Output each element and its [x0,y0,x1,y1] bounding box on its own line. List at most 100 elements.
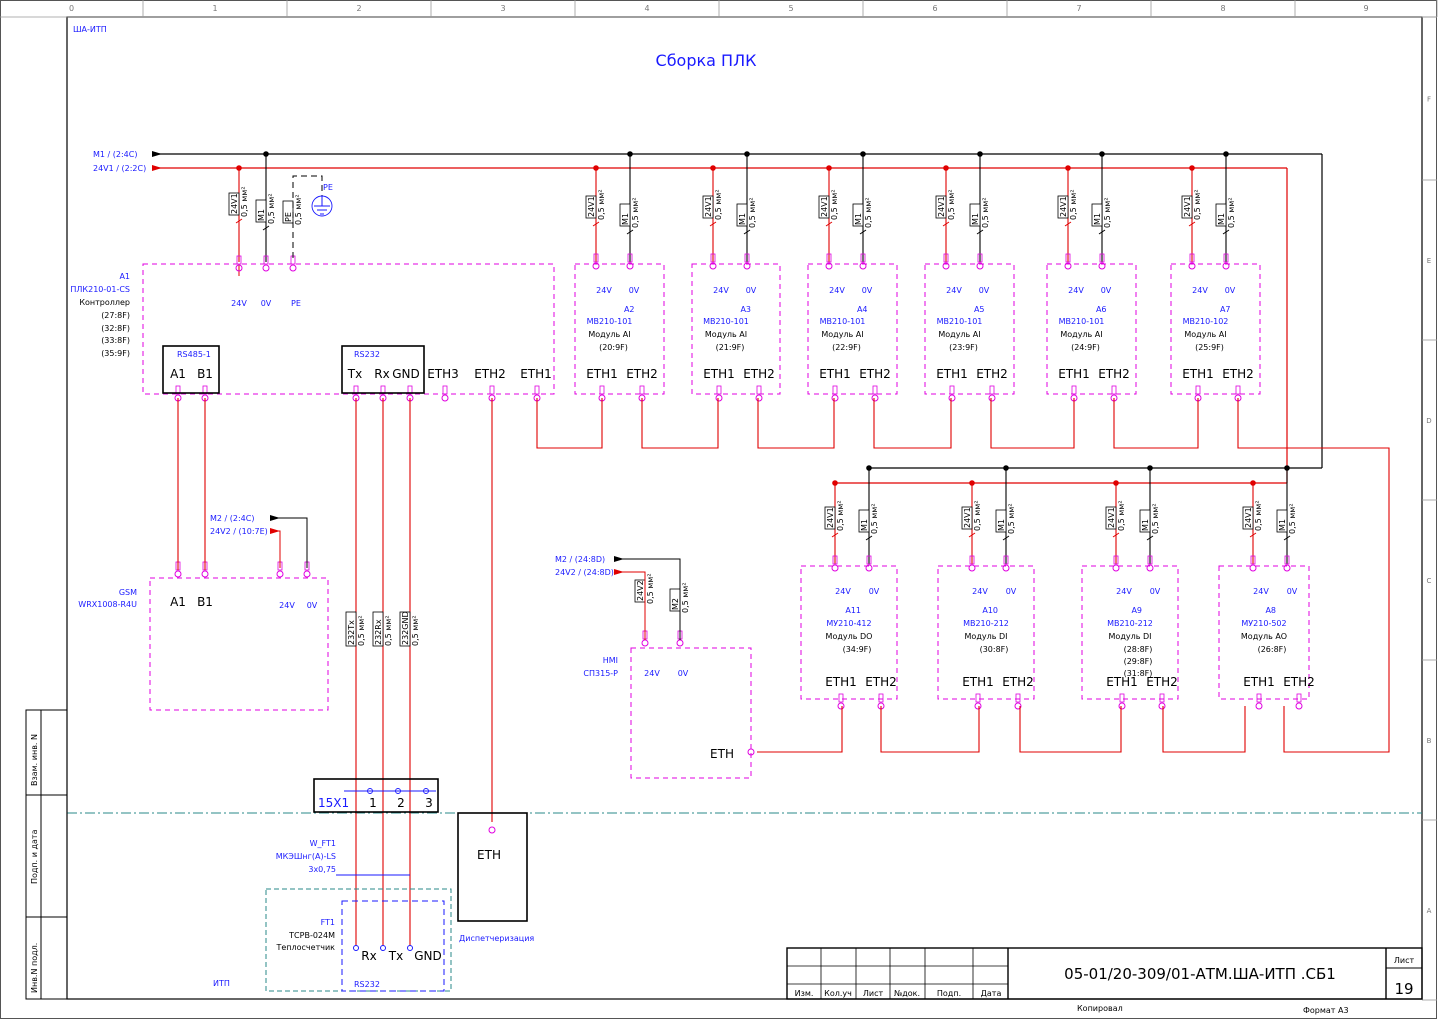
wire-section: 0,5 мм² [973,500,982,531]
ft1-port: RS232 [354,980,380,989]
pin-0v: 0V [1150,587,1161,596]
wire-tag-text: M1 [621,213,630,225]
module-model: МВ210-212 [1107,619,1153,628]
pin-0v: 0V [979,286,990,295]
wire-section: 0,5 мм² [357,615,366,646]
module-model: МВ210-101 [820,317,866,326]
pin-0v: 0V [746,286,757,295]
terminal-pin-2: 2 [397,796,405,810]
pin-24v: 24V [835,587,851,596]
row-letter: F [1427,96,1431,104]
pin-0v: 0V [869,587,880,596]
24v1-bus-label: 24V1 / (2:2C) [93,164,146,173]
wire-tag-text: 24V1 [1244,507,1253,528]
module-eth1: ETH1 [962,675,994,689]
wire-tag-m1-A7 [1215,203,1227,227]
module-ref: A2 [624,305,635,314]
rs232-port [341,345,425,394]
pin-0v: 0V [1006,587,1017,596]
pin-24v: 24V [713,286,729,295]
column-number: 5 [788,4,793,13]
tb-sheet-label: Лист [1394,956,1415,965]
module-ref: A5 [974,305,985,314]
terminal-name: 15X1 [318,796,349,810]
hmi-24v: 24V [644,669,660,678]
tb-col-izm: Изм. [795,989,814,998]
hmi-eth: ETH [710,747,734,761]
plc-pin-0v: 0V [261,299,272,308]
module-desc: Модуль DI [965,632,1008,641]
tb-col-list: Лист [863,989,884,998]
wire-section: 0,5 мм² [1007,503,1016,534]
plc-xref-2: (32:8F) [101,324,130,333]
zone-label: ША-ИТП [73,25,107,34]
wire-tag-text: 24V2 [636,580,645,601]
ethernet-ring [491,398,1390,822]
wire-tag-m1-A4 [852,203,864,227]
module-xref: (20:9F) [599,343,628,352]
pe-label: PE [323,183,333,192]
pe-ground: PE [292,175,333,258]
hmi-ref: HMI [603,656,618,665]
wire-tag-text: 24V1 [826,507,835,528]
terminal-pin-3: 3 [425,796,433,810]
module-xref: (24:9F) [1071,343,1100,352]
tb-copied: Копировал [1077,1004,1123,1013]
module-desc: Модуль AI [1184,330,1226,339]
module-eth1: ETH1 [1106,675,1138,689]
column-number: 3 [500,4,505,13]
cable-size: 3х0,75 [308,865,336,874]
rs232-title: RS232 [354,350,380,359]
module-ref: A11 [845,606,861,615]
wire-section: 0,5 мм² [1151,503,1160,534]
row-letter: A [1427,907,1432,915]
ft1-ref: FT1 [321,918,335,927]
wire-tag-m1-plc [255,199,267,223]
module-model: МВ210-101 [703,317,749,326]
module-eth2: ETH2 [1222,367,1254,381]
column-number: 9 [1363,4,1368,13]
plc-xref-4: (35:9F) [101,349,130,358]
wire-section: 0,5 мм² [1069,189,1078,220]
rs485-port [162,345,220,394]
cable-name: W_FT1 [310,839,336,848]
module-ref: A10 [982,606,998,615]
rs485-b1: B1 [197,367,213,381]
module-xref: (26:8F) [1258,645,1287,654]
wire-tag-m1-A11 [858,509,870,533]
module-ref: A8 [1265,606,1276,615]
module-eth2: ETH2 [1098,367,1130,381]
wire-tag-text: M1 [1141,519,1150,531]
rs232-wires [355,398,411,946]
wire-tag-m1-A2 [619,203,631,227]
rs485-wires [177,398,206,570]
module-eth2: ETH2 [743,367,775,381]
itp-label: ИТП [213,979,230,988]
wire-tag-24v1-A9 [1105,506,1117,530]
column-number: 6 [932,4,937,13]
wire-tag-text: M1 [257,209,266,221]
terminal-15x1: 15X1 1 2 3 [313,778,439,813]
module-ref: A7 [1220,305,1231,314]
tb-col-podp: Подп. [937,989,961,998]
wire-section: 0,5 мм² [631,197,640,228]
pin-0v: 0V [862,286,873,295]
tb-col-kol: Кол.уч [824,989,852,998]
module-desc: Модуль АО [1241,632,1287,641]
module-eth1: ETH1 [819,367,851,381]
module-eth2: ETH2 [1283,675,1315,689]
module-xref: (25:9F) [1195,343,1224,352]
pin-24v: 24V [1068,286,1084,295]
wire-section: 0,5 мм² [748,197,757,228]
rs232-tx: Tx [347,367,362,381]
module-eth2: ETH2 [976,367,1008,381]
